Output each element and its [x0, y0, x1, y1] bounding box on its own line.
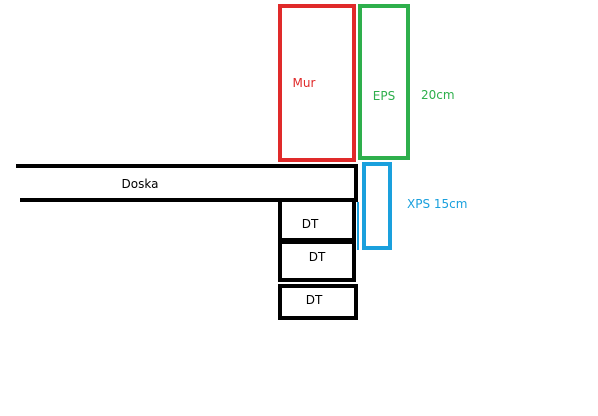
mur-rect [278, 4, 356, 162]
eps-thickness-label: 20cm [421, 88, 455, 102]
eps-label: EPS [372, 89, 396, 103]
board-label: Doska [121, 177, 159, 191]
dt-label-2: DT [308, 250, 326, 264]
xps-label: XPS 15cm [407, 197, 468, 211]
dt-block-2 [278, 240, 356, 282]
dt-label-3: DT [305, 293, 323, 307]
dt-block-3 [278, 284, 358, 320]
dt-label-1: DT [301, 217, 319, 231]
mur-label: Mur [292, 76, 316, 90]
eps-rect [358, 4, 410, 160]
xps-rect [362, 162, 392, 250]
